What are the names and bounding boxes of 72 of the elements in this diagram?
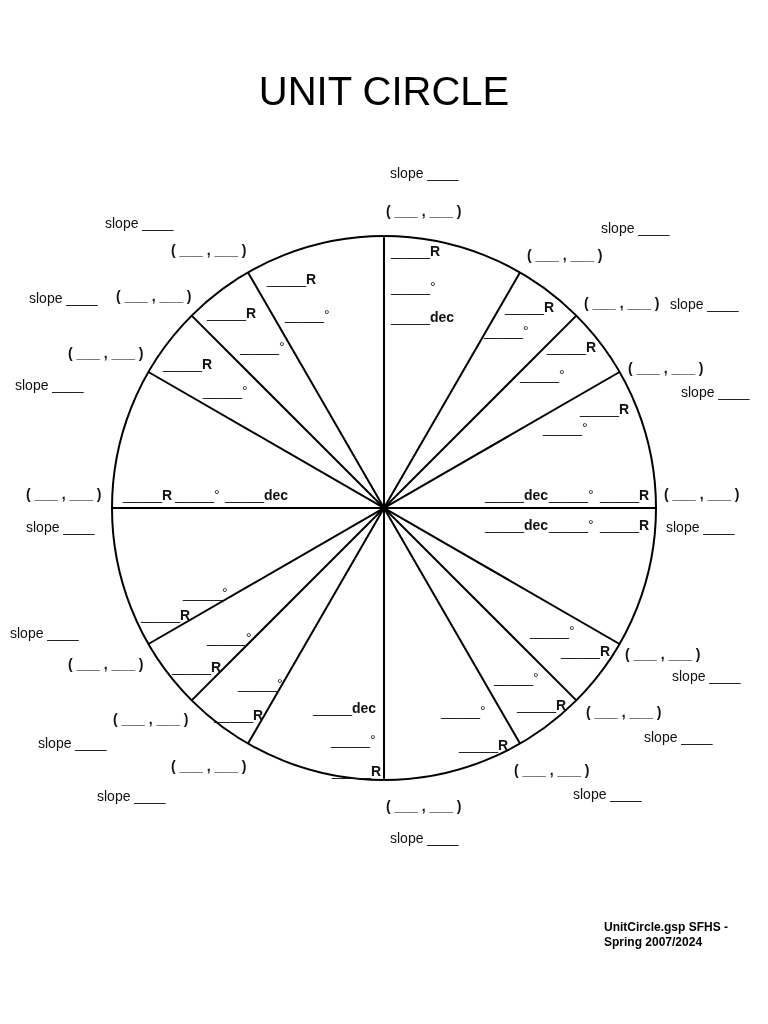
coordinate-fill-in: ( ___ , ___ ) [625, 646, 701, 662]
degree-fill-in: _____° [240, 339, 285, 355]
coordinate-fill-in: ( ___ , ___ ) [171, 758, 247, 774]
decimal-fill-in: _____dec [225, 487, 289, 503]
slope-fill-in: slope ____ [97, 788, 166, 804]
footer-note: UnitCircle.gsp SFHS - Spring 2007/2024 [604, 920, 729, 950]
coordinate-fill-in: ( ___ , ___ ) [586, 704, 662, 720]
slope-fill-in: slope ____ [666, 519, 735, 535]
radian-fill-in: _____R [600, 487, 650, 503]
degree-fill-in: _____° [175, 487, 220, 503]
radian-fill-in: _____R [580, 401, 630, 417]
coordinate-fill-in: ( ___ , ___ ) [68, 345, 144, 361]
slope-fill-in: slope ____ [670, 296, 739, 312]
slope-fill-in: slope ____ [29, 290, 98, 306]
coordinate-fill-in: ( ___ , ___ ) [113, 711, 189, 727]
slope-fill-in: slope ____ [390, 830, 459, 846]
coordinate-fill-in: ( ___ , ___ ) [68, 656, 144, 672]
coordinate-fill-in: ( ___ , ___ ) [628, 360, 704, 376]
coordinate-fill-in: ( ___ , ___ ) [116, 288, 192, 304]
radian-fill-in: _____R [600, 517, 650, 533]
radian-fill-in: _____R [547, 339, 597, 355]
degree-fill-in: _____° [285, 307, 330, 323]
degree-fill-in: _____° [238, 676, 283, 692]
slope-fill-in: slope ____ [681, 384, 750, 400]
degree-fill-in: _____° [331, 732, 376, 748]
coordinate-fill-in: ( ___ , ___ ) [26, 486, 102, 502]
slope-fill-in: slope ____ [601, 220, 670, 236]
slope-fill-in: slope ____ [105, 215, 174, 231]
decimal-fill-in: _____dec [485, 487, 549, 503]
decimal-fill-in: _____dec [313, 700, 377, 716]
slope-fill-in: slope ____ [390, 165, 459, 181]
degree-fill-in: _____° [203, 383, 248, 399]
radian-fill-in: _____R [505, 299, 555, 315]
slope-fill-in: slope ____ [38, 735, 107, 751]
slope-fill-in: slope ____ [573, 786, 642, 802]
degree-fill-in: _____° [494, 670, 539, 686]
slope-fill-in: slope ____ [26, 519, 95, 535]
degree-fill-in: _____° [183, 585, 228, 601]
title: UNIT CIRCLE [258, 69, 510, 113]
degree-fill-in: _____° [520, 367, 565, 383]
decimal-fill-in: _____dec [391, 309, 455, 325]
radian-fill-in: _____R [267, 271, 317, 287]
slope-fill-in: slope ____ [644, 729, 713, 745]
radian-fill-in: _____R [207, 305, 257, 321]
radian-fill-in: _____R [391, 243, 441, 259]
coordinate-fill-in: ( ___ , ___ ) [584, 295, 660, 311]
degree-fill-in: _____° [391, 279, 436, 295]
coordinate-fill-in: ( ___ , ___ ) [171, 242, 247, 258]
coordinate-fill-in: ( ___ , ___ ) [514, 762, 590, 778]
degree-fill-in: _____° [530, 623, 575, 639]
degree-fill-in: _____° [543, 420, 588, 436]
slope-fill-in: slope ____ [672, 668, 741, 684]
radian-fill-in: _____R [172, 659, 222, 675]
radian-fill-in: _____R [459, 737, 509, 753]
slope-fill-in: slope ____ [10, 625, 79, 641]
coordinate-fill-in: ( ___ , ___ ) [386, 798, 462, 814]
coordinate-fill-in: ( ___ , ___ ) [527, 247, 603, 263]
radian-fill-in: _____R [163, 356, 213, 372]
decimal-fill-in: _____dec [485, 517, 549, 533]
radian-fill-in: _____R [123, 487, 173, 503]
slope-fill-in: slope ____ [15, 377, 84, 393]
degree-fill-in: _____° [441, 703, 486, 719]
coordinate-fill-in: ( ___ , ___ ) [386, 203, 462, 219]
radian-fill-in: _____R [517, 697, 567, 713]
coordinate-fill-in: ( ___ , ___ ) [664, 486, 740, 502]
degree-fill-in: _____° [549, 487, 594, 503]
radian-fill-in: _____R [214, 707, 264, 723]
degree-fill-in: _____° [207, 630, 252, 646]
radian-fill-in: _____R [332, 763, 382, 779]
degree-fill-in: _____° [549, 517, 594, 533]
radian-fill-in: _____R [561, 643, 611, 659]
radian-fill-in: _____R [141, 607, 191, 623]
